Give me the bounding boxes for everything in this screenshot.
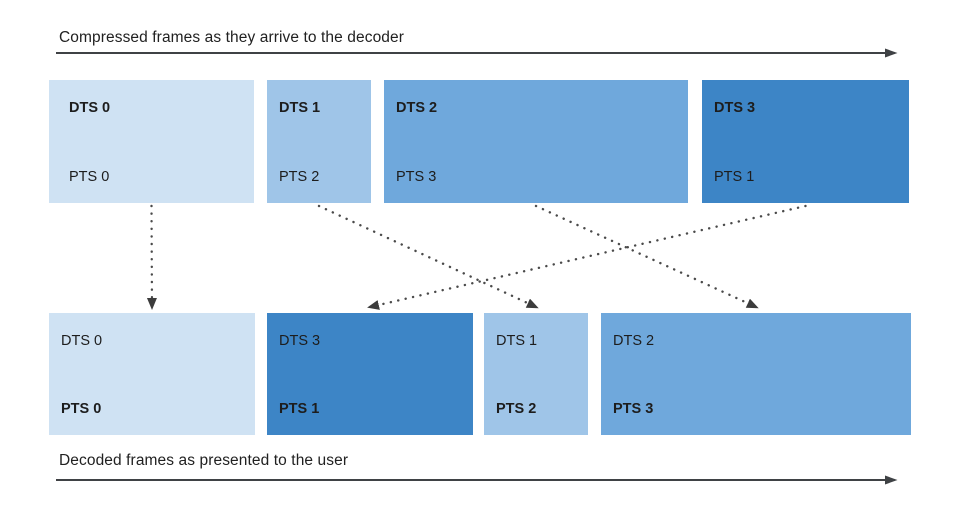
decoded-frame-pts2: DTS 1 PTS 2	[484, 313, 588, 435]
decoded-frame-pts1: DTS 3 PTS 1	[267, 313, 473, 435]
pts-label: PTS 0	[69, 168, 110, 185]
pts-label: PTS 2	[279, 168, 320, 185]
pts-label: PTS 3	[396, 168, 437, 185]
pts-label: PTS 0	[61, 400, 102, 417]
reorder-connector-arrow	[534, 204, 759, 309]
pts-label: PTS 1	[279, 400, 320, 417]
dts-label: DTS 2	[613, 333, 655, 349]
compressed-frame-dts3: DTS 3 PTS 1	[702, 80, 909, 203]
pts-label: PTS 1	[714, 168, 755, 185]
reorder-connector-arrow	[317, 204, 539, 309]
dts-label: DTS 2	[396, 100, 438, 116]
pts-label: PTS 3	[613, 400, 654, 417]
dts-label: DTS 0	[61, 333, 103, 349]
decoded-frame-pts3: DTS 2 PTS 3	[601, 313, 911, 435]
pts-label: PTS 2	[496, 400, 537, 417]
dts-label: DTS 3	[714, 100, 756, 116]
dts-label: DTS 1	[496, 333, 538, 349]
compressed-frame-dts0: DTS 0 PTS 0	[49, 80, 254, 203]
compressed-frame-dts2: DTS 2 PTS 3	[384, 80, 688, 203]
decoded-frames-title: Decoded frames as presented to the user	[59, 452, 349, 469]
dts-label: DTS 1	[279, 100, 321, 116]
dts-label: DTS 3	[279, 333, 321, 349]
reorder-connector-arrow	[367, 204, 807, 310]
compressed-frame-dts1: DTS 1 PTS 2	[267, 80, 371, 203]
decoded-frame-pts0: DTS 0 PTS 0	[49, 313, 255, 435]
dts-label: DTS 0	[69, 100, 111, 116]
reorder-connector-arrow	[146, 204, 157, 310]
compressed-frames-title: Compressed frames as they arrive to the …	[59, 29, 404, 46]
